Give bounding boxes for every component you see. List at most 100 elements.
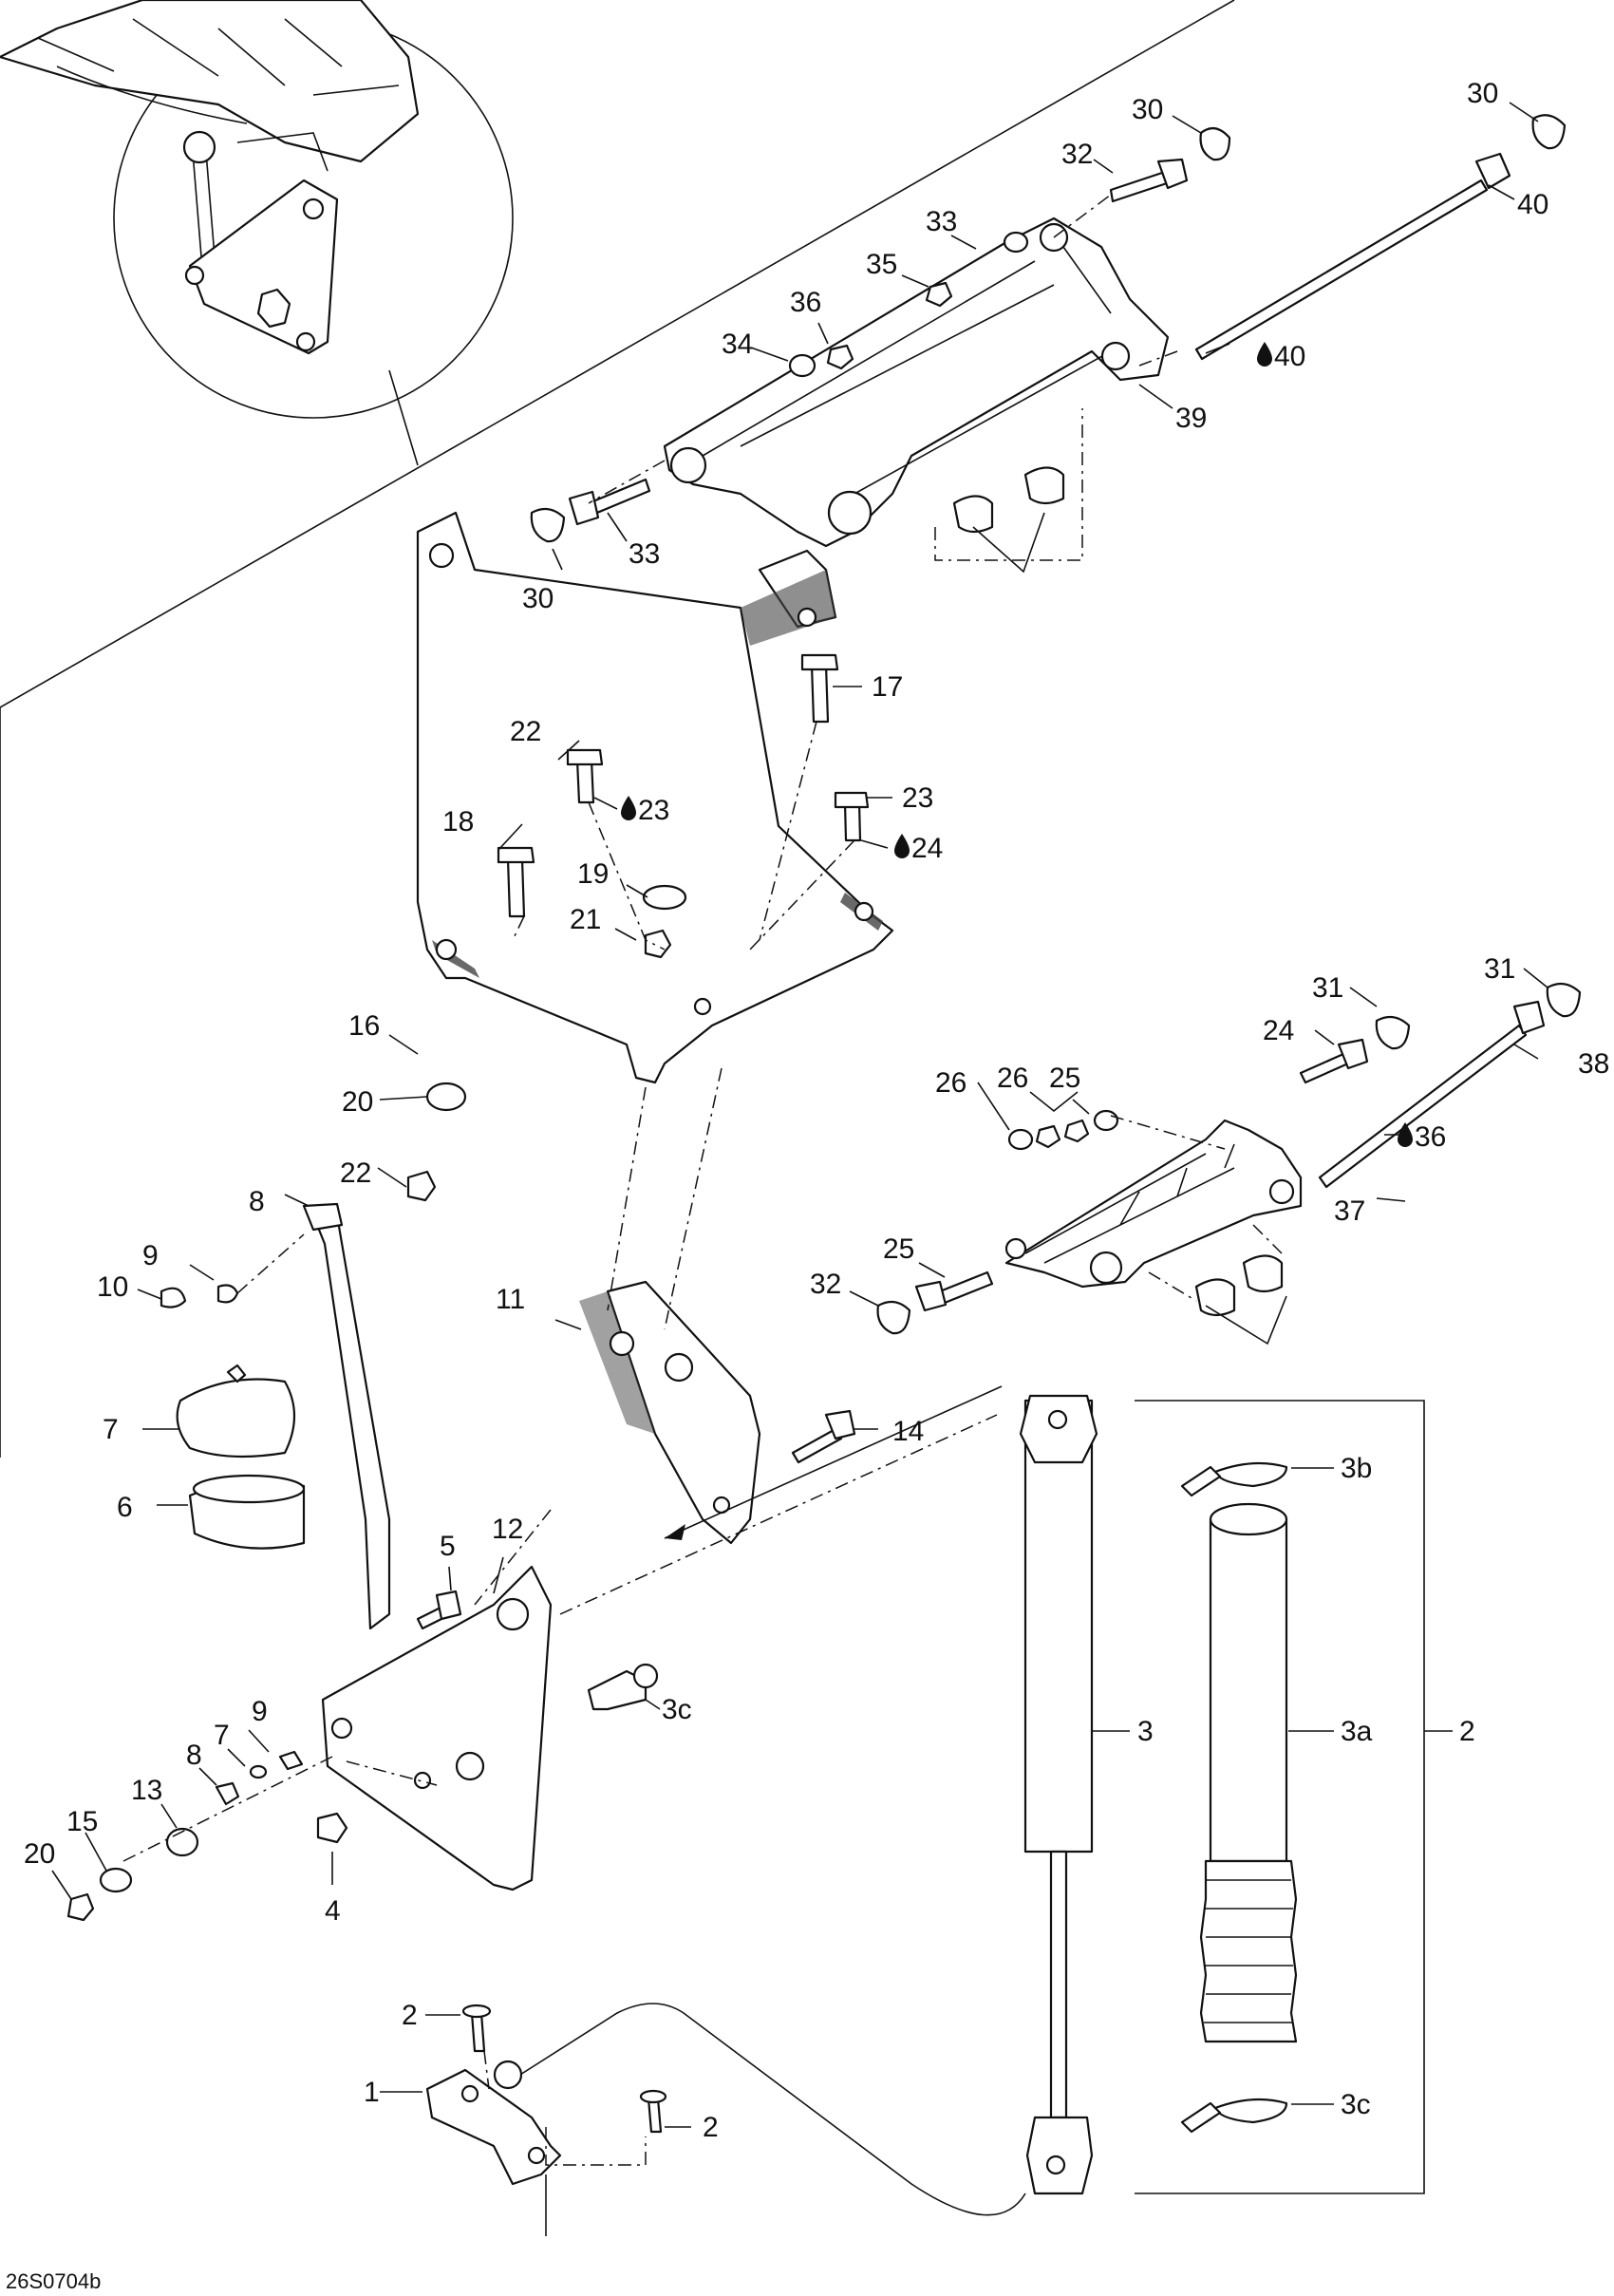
oil-drop-icon (1257, 342, 1272, 367)
washer-23-lower (425, 1082, 467, 1112)
washer-19 (99, 1867, 133, 1893)
bushing-40-c (1194, 1278, 1236, 1317)
callout-13: 9 (142, 1240, 159, 1271)
callout-31: 33 (629, 538, 660, 570)
drawing-code: 26S0704b (6, 2269, 101, 2293)
callout-39: 40 (1257, 341, 1305, 372)
callout-20: 20 (24, 1838, 55, 1870)
cap-30-lower (530, 507, 566, 543)
nut-20 (66, 1892, 95, 1922)
callout-12: 8 (249, 1186, 265, 1217)
cap-30-lower-b (1546, 982, 1582, 1018)
washer-28-a (1007, 1128, 1034, 1151)
callout-30: 30 (1467, 78, 1498, 109)
rod-12 (311, 1214, 391, 1630)
washer-32-mid (788, 353, 816, 378)
bolt-18 (791, 1427, 843, 1464)
callout-34: 37 (1334, 1195, 1365, 1227)
cap-30-upper-b (1531, 114, 1567, 150)
washer-28-b (1093, 1109, 1119, 1132)
callout-16: 12 (492, 1514, 523, 1545)
callout-2: 2 (402, 2000, 418, 2031)
leader-lines (51, 102, 1548, 2128)
washer-7 (249, 1764, 268, 1779)
bolt-27-upper (1299, 1052, 1350, 1084)
pin-2-bottom (647, 2097, 663, 2134)
oil-drop-icon (1398, 1122, 1413, 1147)
oil-drop-icon (894, 834, 910, 858)
callout-4: 3c (662, 1694, 692, 1725)
bolt-35 (1318, 1024, 1528, 1189)
callout-1: 1 (364, 2077, 380, 2108)
bushing-40-d (1242, 1254, 1284, 1293)
nut-33-top (925, 281, 953, 308)
callout-7: 7 (214, 1720, 230, 1751)
callout-32: 34 (722, 329, 753, 360)
clamp-11 (176, 1378, 296, 1459)
svg-text:40: 40 (1274, 341, 1305, 372)
callout-8: 8 (186, 1740, 202, 1771)
callout-33: 35 (866, 249, 897, 280)
callout-5: 4 (325, 1895, 341, 1927)
callout-32: 33 (926, 206, 957, 237)
callout-37: 39 (1175, 403, 1207, 434)
callout-36: 38 36 (1398, 1121, 1446, 1153)
nut-8 (215, 1781, 240, 1806)
bolt-31-upper (1109, 169, 1172, 203)
callout-30: 30 (522, 583, 554, 614)
callout-30: 31 (1312, 972, 1343, 1004)
detail-view (0, 0, 514, 419)
bolt-31-lower (587, 478, 651, 517)
nut-24-lower (406, 1170, 437, 1202)
callout-38: 40 (1517, 189, 1548, 220)
svg-text:24: 24 (911, 833, 943, 864)
callout-30: 30 (1132, 94, 1163, 125)
bolt-25-left (575, 758, 595, 804)
nut-29-b (1063, 1119, 1090, 1143)
callout-3c: 3c (1341, 2089, 1371, 2120)
callout-22: 17 (872, 671, 903, 703)
nut-24-upper (644, 929, 672, 959)
bracket-1 (425, 2068, 562, 2186)
callout-25: 23 (902, 782, 933, 814)
callout-14: 10 (97, 1271, 128, 1303)
svg-text:36: 36 (1415, 1121, 1446, 1153)
callout-3: 2 (1459, 1716, 1475, 1747)
callout-17: 13 (131, 1775, 162, 1806)
bellows-3b (1199, 1859, 1298, 2043)
callout-6: 5 (440, 1531, 456, 1562)
callout-26: 23 (621, 795, 669, 826)
spacer-9 (278, 1750, 304, 1771)
callout-25: 22 (510, 716, 541, 747)
callout-3b: 3a (1341, 1716, 1373, 1747)
callout-11: 7 (103, 1414, 119, 1445)
bushing-40-a (952, 495, 994, 534)
callout-28: 25 (1049, 1063, 1080, 1094)
pin-2-top (470, 2011, 486, 2053)
nut-5 (316, 1812, 348, 1844)
callout-23: 20 (342, 1086, 373, 1118)
callout-24: 21 (570, 904, 601, 935)
boot-3b (1209, 1517, 1288, 1863)
callout-labels: 30 30 32 33 35 36 34 40 40 39 33 30 17 2… (6, 78, 1609, 2293)
oil-drop-icon (621, 796, 636, 820)
washer-13 (216, 1284, 239, 1304)
lower-arm-assembly (876, 982, 1582, 1335)
callout-9: 9 (252, 1696, 268, 1727)
callout-21: 16 (348, 1010, 380, 1042)
plate-16 (321, 1565, 553, 1891)
upper-arm-assembly (530, 114, 1567, 561)
cap-30-lower-c (876, 1300, 911, 1335)
bolt-38 (1194, 179, 1489, 361)
bracket-1-assembly (425, 2004, 667, 2236)
plate-assembly (66, 1067, 998, 1922)
callout-26: 24 (894, 833, 943, 864)
callout-29: 26 (997, 1063, 1028, 1094)
cylinder-3a (1023, 1399, 1094, 1854)
callout-28: 26 (935, 1067, 967, 1099)
callout-33: 36 (790, 287, 821, 318)
bracket-21 (416, 511, 894, 1084)
upper-arm-37 (663, 216, 1170, 548)
washer-32-top (1003, 231, 1029, 254)
